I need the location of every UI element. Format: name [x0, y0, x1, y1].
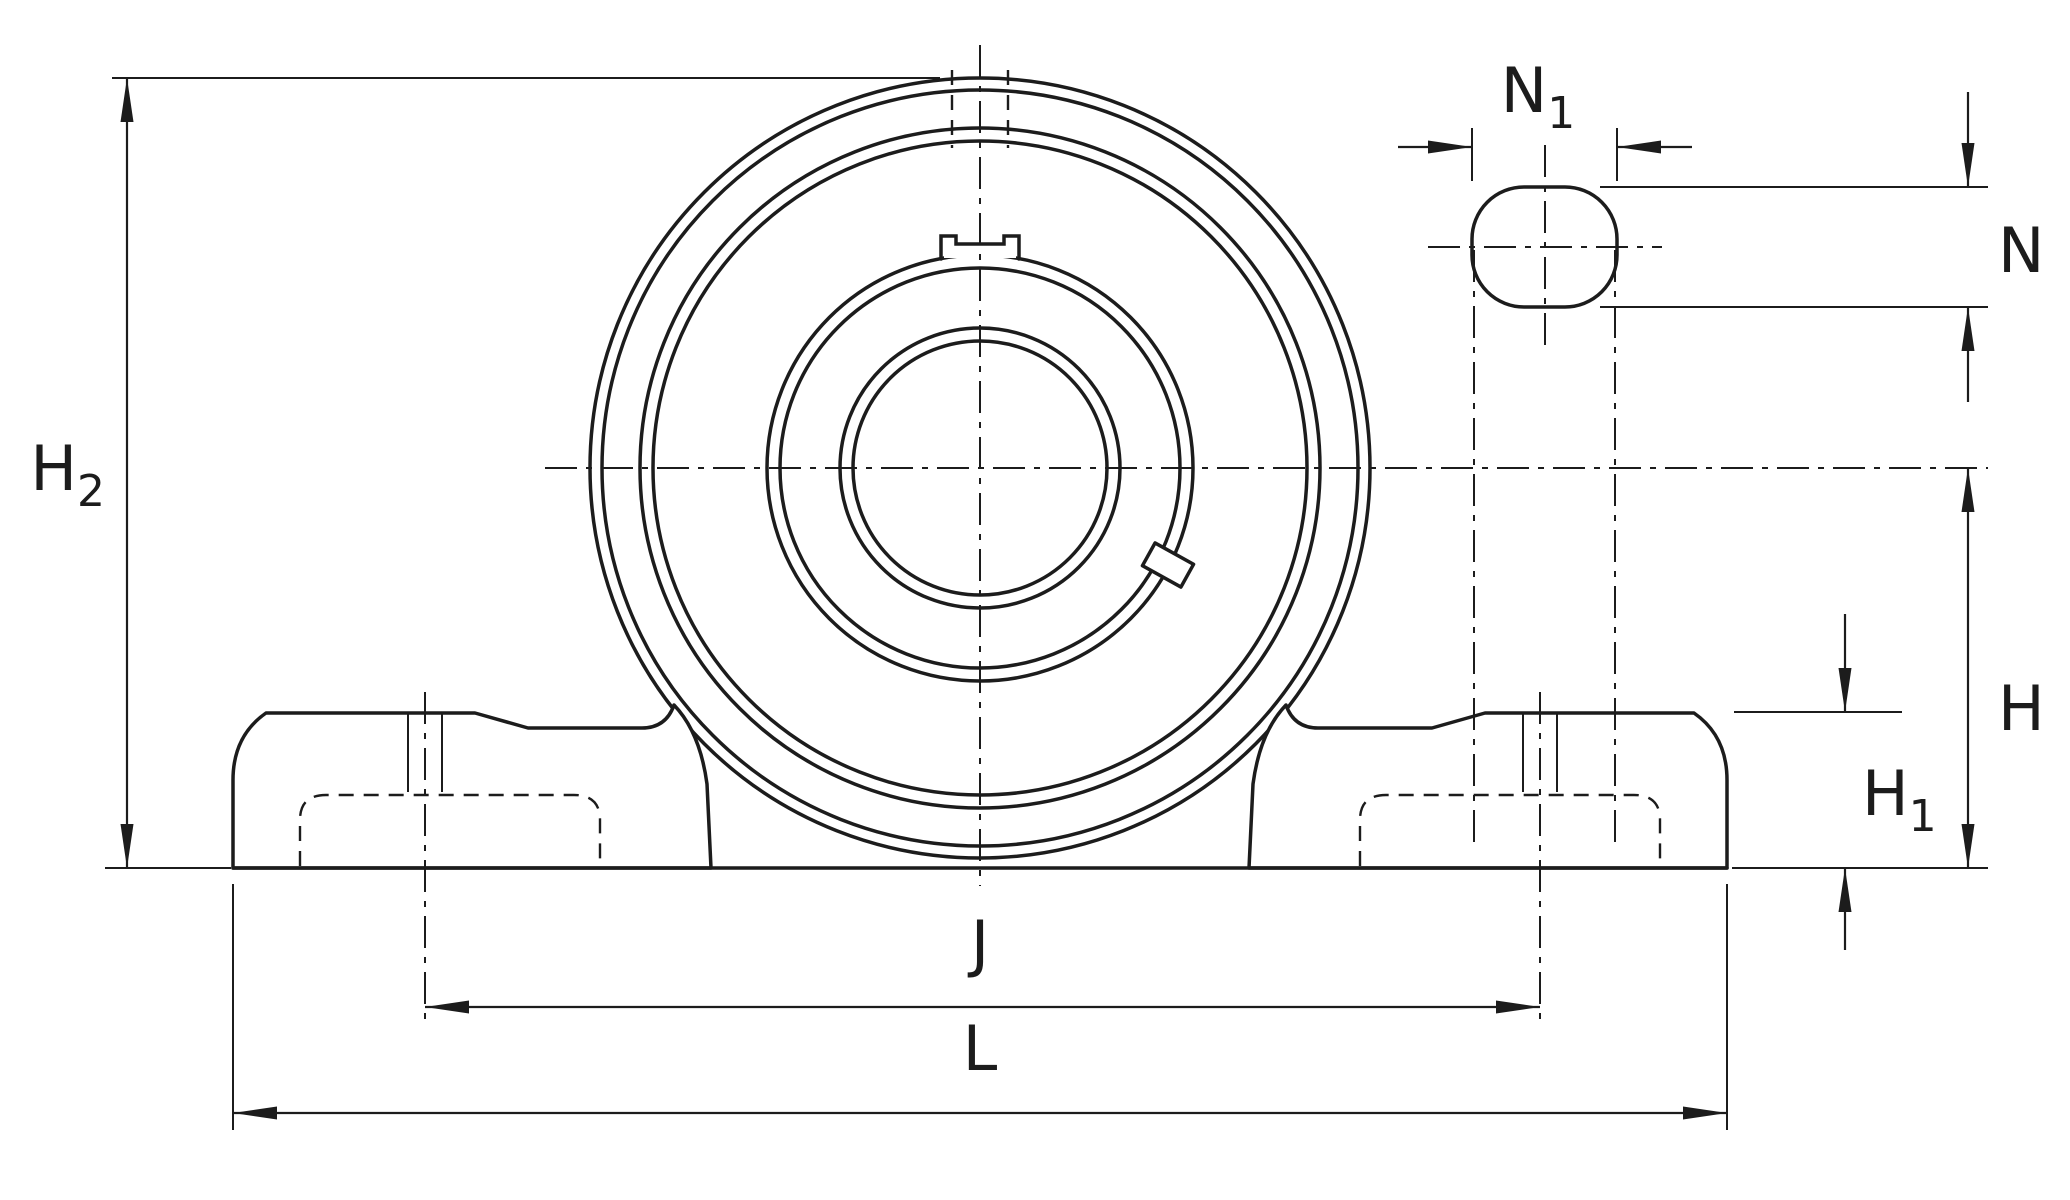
- dim-label-H1: H1: [1862, 757, 1937, 842]
- set-screw-notch: [1140, 541, 1196, 589]
- housing-base: [231, 703, 1729, 870]
- dimension-H1: H1: [1734, 614, 1937, 950]
- left-foot-bolt-slot-hidden: [298, 793, 602, 866]
- dim-label-J: J: [967, 907, 989, 980]
- dimension-H2: H2: [30, 77, 940, 869]
- dimension-N: N: [1600, 92, 2044, 402]
- dimension-H: H: [1732, 468, 2045, 869]
- dimension-N1: N1: [1398, 54, 1692, 181]
- left-foot: [231, 703, 713, 870]
- dim-label-L: L: [963, 1012, 998, 1085]
- right-foot: [1247, 703, 1729, 870]
- dim-label-N1: N1: [1501, 54, 1575, 139]
- dim-label-H: H: [1998, 672, 2045, 745]
- dimension-L: L: [232, 884, 1728, 1130]
- dim-label-N: N: [1998, 214, 2044, 287]
- centerlines: [424, 45, 1988, 1022]
- right-foot-bolt-slot-hidden: [1358, 793, 1662, 866]
- dimension-J: J: [425, 907, 1540, 1014]
- dim-label-H2: H2: [30, 432, 105, 517]
